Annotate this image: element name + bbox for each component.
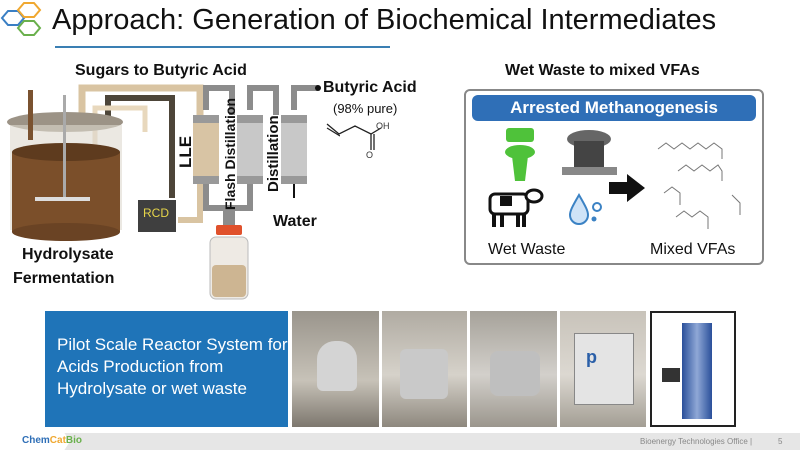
fermentation-label: Fermentation xyxy=(13,270,115,287)
hexagon-logo-icon xyxy=(0,2,42,36)
toilet-icon xyxy=(505,128,535,181)
water-label: Water xyxy=(273,213,317,230)
sugars-heading: Sugars to Butyric Acid xyxy=(75,62,247,79)
butyric-acid-label: Butyric Acid xyxy=(323,79,417,96)
vfa-structures xyxy=(657,142,741,229)
purity-label: (98% pure) xyxy=(333,101,398,116)
mixed-vfas-label: Mixed VFAs xyxy=(650,241,736,258)
chemcatbio-logo xyxy=(0,433,70,450)
flash-distillation-label: Flash Distillation xyxy=(222,97,238,210)
water-drop-icon xyxy=(568,193,602,225)
o-label: O xyxy=(366,150,374,160)
footer-office: Bioenergy Technologies Office | xyxy=(640,437,752,446)
page-number: 5 xyxy=(778,437,783,446)
reactor-photo-1 xyxy=(292,311,379,427)
distillation-label: Distillation xyxy=(265,115,282,192)
footer-bar xyxy=(0,433,800,450)
office-name: Bioenergy Technologies Office xyxy=(640,437,748,446)
butyric-acid-structure xyxy=(326,123,382,150)
reactor-photo-3 xyxy=(470,311,557,427)
process-diagram xyxy=(7,84,340,300)
slide-title: Approach: Generation of Biochemical Inte… xyxy=(52,4,717,36)
wet-waste-heading: Wet Waste to mixed VFAs xyxy=(505,62,700,79)
lle-label: LLE xyxy=(176,135,195,168)
logo-chem: Chem xyxy=(22,435,50,446)
pilot-scale-description: Pilot Scale Reactor System for Acids Pro… xyxy=(45,311,288,427)
arrested-methanogenesis-banner: Arrested Methanogenesis xyxy=(472,95,756,121)
footer-separator: | xyxy=(750,437,753,446)
reactor-photo-4: p xyxy=(560,311,646,427)
logo-bio: Bio xyxy=(65,435,83,446)
hydrolysate-label: Hydrolysate xyxy=(22,246,114,263)
arrow-right-icon xyxy=(609,174,645,202)
vfa-process-box: Arrested Methanogenesis Wet Waste Mixed … xyxy=(464,89,764,265)
wet-waste-label: Wet Waste xyxy=(488,241,566,258)
reactor-photo-2 xyxy=(382,311,467,427)
trash-can-icon xyxy=(562,130,617,175)
oh-label: OH xyxy=(376,121,390,131)
cow-icon xyxy=(488,188,544,227)
rcd-label: RCD xyxy=(143,206,169,220)
footer-logo-text: ChemCatBio xyxy=(22,435,82,446)
title-underline xyxy=(55,46,390,48)
logo-cat: Cat xyxy=(49,435,66,446)
reactor-photo-5 xyxy=(650,311,736,427)
